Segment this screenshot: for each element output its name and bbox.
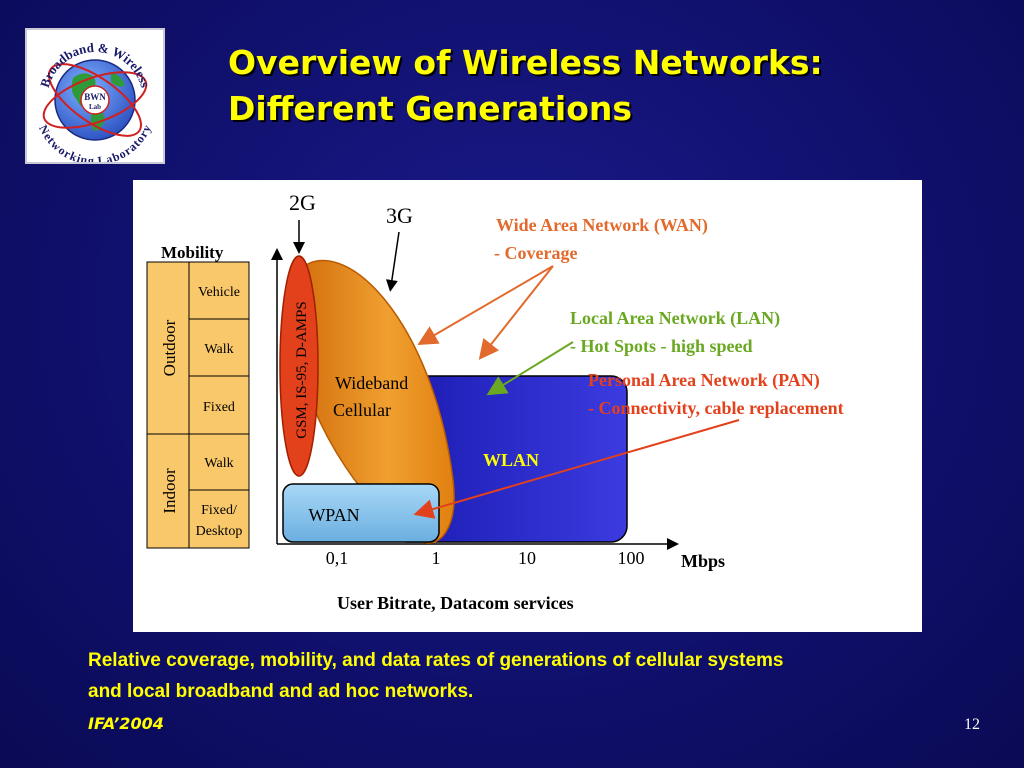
x-tick-1: 1 xyxy=(432,548,441,568)
pan-title: Personal Area Network (PAN) xyxy=(588,370,820,391)
footer-event-label: IFA’2004 xyxy=(88,714,164,733)
logo-center-sub: Lab xyxy=(89,103,101,111)
slide-title-line-2: Different Generations xyxy=(228,89,633,128)
diagram-canvas: Mobility Outdoor Indoor Vehicle Walk Fix… xyxy=(146,190,844,613)
gsm-label: GSM, IS-95, D-AMPS xyxy=(294,301,310,439)
mobility-level-fixed-desktop-2: Desktop xyxy=(196,524,243,539)
mobility-level-walk-indoor: Walk xyxy=(204,456,233,471)
slide-title-line-1: Overview of Wireless Networks: xyxy=(228,43,823,82)
mobility-level-fixed: Fixed xyxy=(203,400,235,415)
mobility-level-fixed-desktop-1: Fixed/ xyxy=(201,503,237,518)
wpan-region xyxy=(282,483,440,543)
mobility-level-vehicle: Vehicle xyxy=(198,285,240,300)
wlan-label: WLAN xyxy=(483,450,539,470)
wpan-label: WPAN xyxy=(308,505,359,525)
mobility-table xyxy=(146,261,250,549)
x-unit-label: Mbps xyxy=(681,551,725,571)
mobility-level-walk-outdoor: Walk xyxy=(204,342,233,357)
x-tick-10: 10 xyxy=(518,548,536,568)
wan-title: Wide Area Network (WAN) xyxy=(496,215,708,236)
generation-3g-label: 3G xyxy=(386,203,413,228)
mobility-label: Mobility xyxy=(161,243,224,262)
slide-title: Overview of Wireless Networks: Different… xyxy=(228,40,823,132)
pan-arrow xyxy=(413,419,740,519)
lab-logo: BWN Lab Broadband & Wireless Networking … xyxy=(25,28,165,168)
lan-title: Local Area Network (LAN) xyxy=(570,308,780,329)
slide-caption: Relative coverage, mobility, and data ra… xyxy=(88,645,1018,707)
x-tick-0-1: 0,1 xyxy=(326,548,349,568)
indoor-label: Indoor xyxy=(160,468,179,514)
lab-logo-graphic: BWN Lab Broadband & Wireless Networking … xyxy=(36,40,154,168)
caption-line-1: Relative coverage, mobility, and data ra… xyxy=(88,650,784,671)
caption-line-2: and local broadband and ad hoc networks. xyxy=(88,681,474,702)
generation-2g-label: 2G xyxy=(289,190,316,215)
wideband-label-line-2: Cellular xyxy=(333,400,391,420)
lan-subtitle: - Hot Spots - high speed xyxy=(570,336,753,356)
wan-subtitle: - Coverage xyxy=(494,243,577,263)
wan-arrow-1 xyxy=(417,265,554,346)
x-tick-100: 100 xyxy=(618,548,645,568)
x-axis-title: User Bitrate, Datacom services xyxy=(337,593,574,613)
arrow-3g xyxy=(385,231,400,292)
wan-arrow-2 xyxy=(478,265,554,360)
outdoor-label: Outdoor xyxy=(160,319,179,376)
logo-center-text: BWN xyxy=(84,92,106,102)
slide-number: 12 xyxy=(964,716,980,733)
wideband-label-line-1: Wideband xyxy=(335,373,408,393)
network-generations-diagram: Mobility Outdoor Indoor Vehicle Walk Fix… xyxy=(133,180,922,632)
gsm-2g-region xyxy=(279,255,319,477)
pan-subtitle: - Connectivity, cable replacement xyxy=(588,398,844,418)
lan-arrow xyxy=(486,341,574,396)
